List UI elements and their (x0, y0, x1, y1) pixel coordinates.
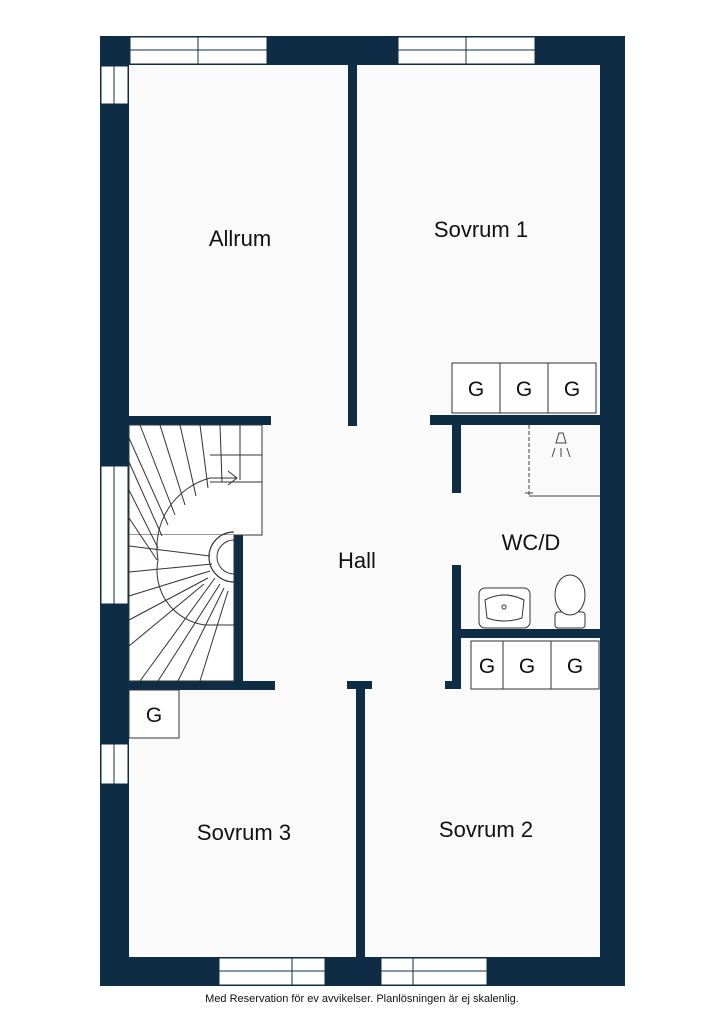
storage-sovrum3: G (128, 689, 180, 739)
wall-hall-door-stub (347, 681, 372, 689)
storage-label: G (479, 655, 495, 678)
window-bottom-right (380, 957, 488, 986)
storage-cabinet (502, 640, 552, 690)
window-top-left (129, 36, 268, 65)
wall-allrum-stair (129, 416, 271, 425)
wall-stair-bottom (129, 681, 275, 690)
storage-label: G (567, 655, 583, 678)
storage-label: G (468, 378, 484, 401)
window-top-right (397, 36, 536, 65)
window-left-top (100, 65, 129, 105)
wall-wc-left-lower (452, 565, 461, 689)
storage-cabinet (547, 362, 597, 414)
storage-sovrum2: G G G (470, 640, 600, 690)
storage-label: G (516, 378, 532, 401)
wall-hall-right-stub (445, 681, 461, 689)
storage-cabinet (470, 640, 504, 690)
room-label-hall: Hall (338, 548, 376, 573)
wall-allrum-sovrum1 (348, 65, 357, 426)
wall-wc-bottom (452, 629, 600, 638)
shower-head-icon (555, 432, 567, 444)
storage-cabinet (499, 362, 549, 414)
wall-wc-left-upper (452, 425, 461, 493)
room-label-sovrum1: Sovrum 1 (434, 217, 528, 242)
shower (525, 425, 600, 497)
window-left-middle (100, 465, 129, 605)
wall-sovrum1-wc (430, 415, 600, 425)
storage-label: G (519, 655, 535, 678)
staircase (128, 424, 263, 682)
wall-sovrum2-sovrum3 (356, 681, 365, 957)
storage-sovrum1: G G G (451, 362, 597, 414)
room-label-sovrum2: Sovrum 2 (439, 817, 533, 842)
room-label-wcd: WC/D (502, 530, 561, 555)
storage-cabinet (550, 640, 600, 690)
window-bottom-left (218, 957, 326, 986)
storage-label: G (146, 704, 162, 727)
storage-cabinet (128, 689, 180, 739)
storage-label: G (564, 378, 580, 401)
window-left-bottom (100, 743, 129, 785)
wall-stair-right (234, 535, 243, 690)
sink-icon (478, 587, 531, 629)
room-label-sovrum3: Sovrum 3 (197, 820, 291, 845)
toilet-icon (554, 574, 586, 629)
room-label-allrum: Allrum (209, 226, 271, 251)
disclaimer-text: Med Reservation för ev avvikelser. Planl… (205, 993, 519, 1005)
